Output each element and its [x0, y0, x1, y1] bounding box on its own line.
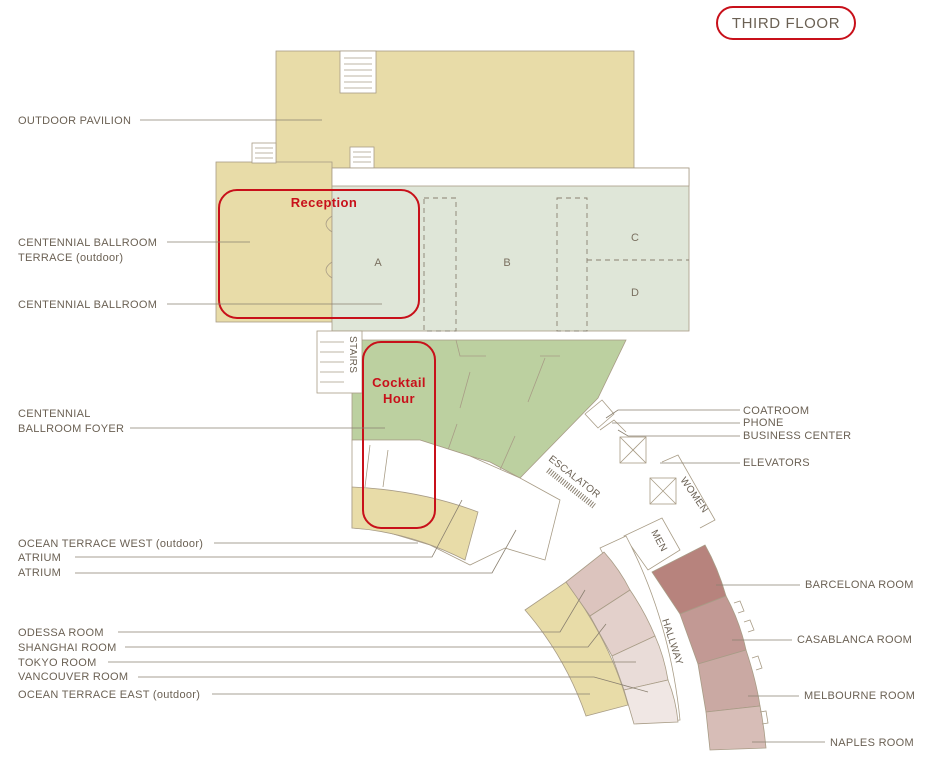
- stairs-label: STAIRS: [347, 336, 358, 373]
- label-coatroom: COATROOM: [743, 405, 809, 417]
- ballroom-partitions: [423, 197, 689, 332]
- ocean-terrace-west[interactable]: [351, 486, 479, 561]
- label-foyer-1: CENTENNIAL: [18, 408, 91, 420]
- stairs-block: STAIRS: [316, 330, 363, 394]
- left-labels: OUTDOOR PAVILION CENTENNIAL BALLROOM TER…: [18, 115, 649, 701]
- label-shanghai: SHANGHAI ROOM: [18, 642, 117, 654]
- room-letter-b: B: [503, 257, 510, 269]
- label-ballroom-terrace-1: CENTENNIAL BALLROOM: [18, 237, 157, 249]
- outdoor-pavilion-area[interactable]: [275, 50, 635, 169]
- label-melbourne: MELBOURNE ROOM: [804, 690, 915, 702]
- cocktail-hour-label-2: Hour: [383, 391, 415, 406]
- centennial-ballroom[interactable]: [331, 167, 690, 332]
- label-barcelona: BARCELONA ROOM: [805, 579, 914, 591]
- room-letter-a: A: [374, 257, 382, 269]
- floor-title: THIRD FLOOR: [731, 14, 841, 32]
- reception-label: Reception: [291, 195, 357, 210]
- label-outdoor-pavilion: OUTDOOR PAVILION: [18, 115, 131, 127]
- label-phone: PHONE: [743, 417, 784, 429]
- label-vancouver: VANCOUVER ROOM: [18, 671, 128, 683]
- naples-room[interactable]: [705, 705, 767, 751]
- label-tokyo: TOKYO ROOM: [18, 657, 97, 669]
- label-casablanca: CASABLANCA ROOM: [797, 634, 912, 646]
- cocktail-hour-highlight[interactable]: [362, 341, 436, 529]
- label-ocean-terrace-east: OCEAN TERRACE EAST (outdoor): [18, 689, 200, 701]
- pavilion-stairs: [251, 50, 377, 170]
- reception-highlight[interactable]: [218, 189, 420, 319]
- men-label: MEN: [648, 528, 669, 554]
- label-elevators: ELEVATORS: [743, 457, 810, 469]
- label-ballroom-terrace-2: TERRACE (outdoor): [18, 252, 123, 264]
- label-naples: NAPLES ROOM: [830, 737, 914, 749]
- vancouver-room[interactable]: [623, 679, 679, 725]
- cocktail-hour-label-1: Cocktail: [372, 375, 426, 390]
- right-labels: COATROOM PHONE BUSINESS CENTER ELEVATORS…: [605, 405, 915, 749]
- label-foyer-2: BALLROOM FOYER: [18, 423, 124, 435]
- label-business-center: BUSINESS CENTER: [743, 430, 851, 442]
- women-label: WOMEN: [678, 475, 711, 515]
- room-letter-d: D: [631, 287, 639, 299]
- label-ocean-terrace-west: OCEAN TERRACE WEST (outdoor): [18, 538, 203, 550]
- label-atrium-1: ATRIUM: [18, 552, 61, 564]
- floor-title-badge: THIRD FLOOR: [716, 6, 856, 40]
- label-centennial-ballroom: CENTENNIAL BALLROOM: [18, 299, 157, 311]
- service-cluster: WOMEN MEN: [584, 399, 716, 571]
- room-letter-c: C: [631, 232, 639, 244]
- label-atrium-2: ATRIUM: [18, 567, 61, 579]
- label-odessa: ODESSA ROOM: [18, 627, 104, 639]
